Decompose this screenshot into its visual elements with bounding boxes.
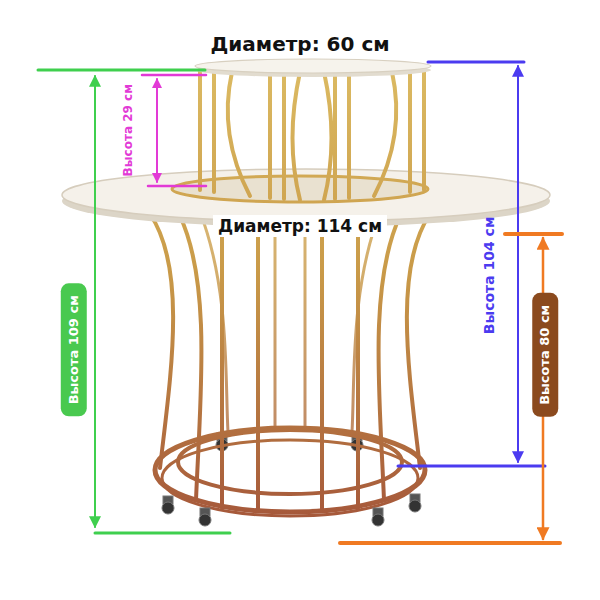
top-tray	[195, 59, 431, 77]
back-rods	[200, 212, 380, 432]
dimension-text: Высота 80 см	[537, 305, 553, 405]
dimension-text: Высота 109 см	[65, 295, 81, 404]
upper-rods	[200, 70, 424, 200]
dimension-pill: Высота 80 см	[532, 293, 558, 417]
diameter-label: Диаметр: 60 см	[206, 31, 395, 57]
height-label: Высота 29 см	[120, 79, 136, 181]
dimension-magenta	[142, 75, 206, 186]
dimension-green	[38, 70, 230, 533]
dimension-orange	[340, 234, 562, 543]
height-label: Высота 104 см	[480, 211, 499, 339]
caster-wheel	[162, 494, 421, 526]
dimension-blue	[398, 62, 545, 466]
lower-rods	[150, 214, 430, 511]
diameter-label: Диаметр: 114 см	[213, 215, 387, 237]
dimension-pill: Высота 109 см	[60, 283, 86, 416]
